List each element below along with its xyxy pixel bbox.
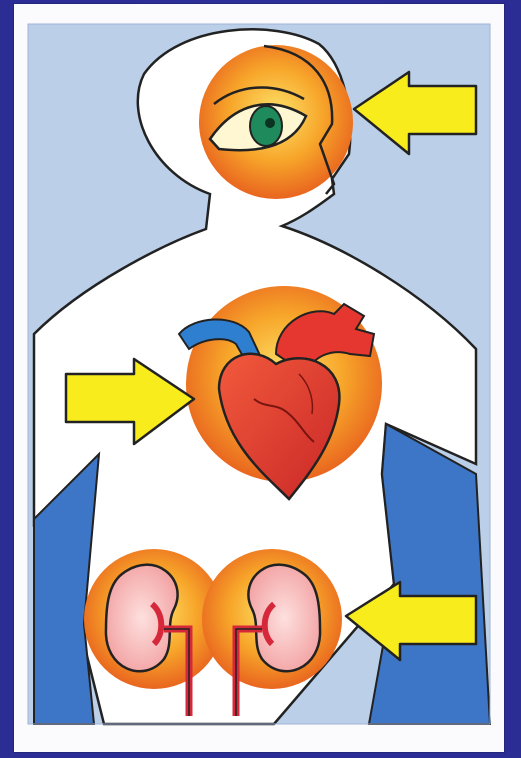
illustration-frame bbox=[14, 4, 504, 752]
body-organs-illustration bbox=[14, 4, 504, 752]
